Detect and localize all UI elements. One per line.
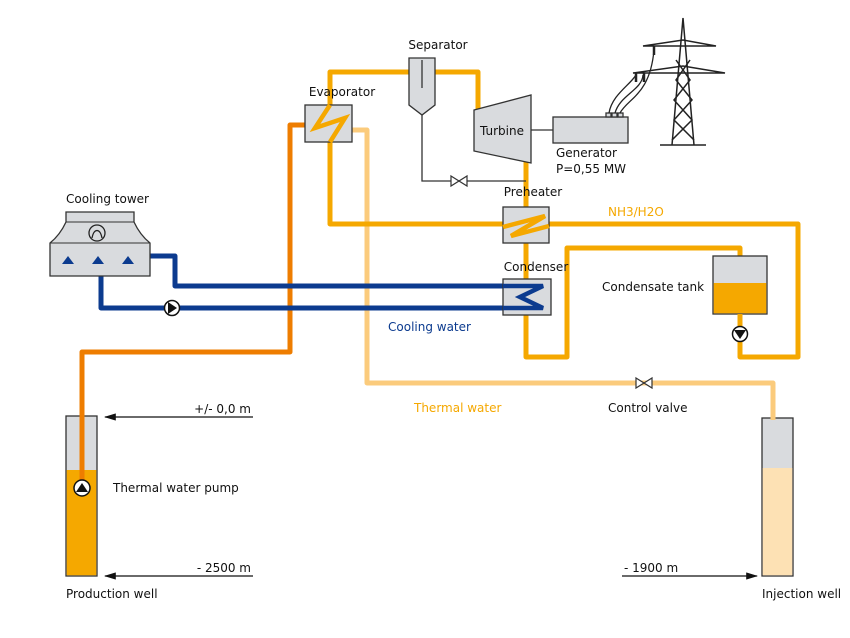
condensate-tank-label: Condensate tank <box>602 280 704 294</box>
bypass-valve-icon[interactable] <box>450 174 468 188</box>
working-fluid-label: NH3/H2O <box>608 205 664 219</box>
cooling-tower <box>49 211 151 277</box>
condensate-tank <box>712 255 768 315</box>
cooling-water-return-pipe <box>98 276 540 311</box>
condenser-label: Condenser <box>504 260 569 274</box>
thermal-water-label: Thermal water <box>413 401 501 415</box>
generator-label: Generator <box>556 146 617 160</box>
production-depth-label: - 2500 m <box>197 561 251 575</box>
thermal-water-pump-label: Thermal water pump <box>112 481 239 495</box>
surface-level-label: +/- 0,0 m <box>194 402 251 416</box>
nh3-vapor-pipe <box>327 69 481 110</box>
condensate-pump-icon[interactable] <box>731 314 749 343</box>
injection-depth-label: - 1900 m <box>624 561 678 575</box>
evaporator-label: Evaporator <box>309 85 375 99</box>
condenser <box>502 278 552 316</box>
preheater <box>502 206 550 244</box>
thermal-water-pump-icon[interactable] <box>73 479 91 497</box>
power-output-label: P=0,55 MW <box>556 162 626 176</box>
cooling-water-pump-icon[interactable] <box>163 299 181 317</box>
power-cables <box>608 49 655 114</box>
cooling-tower-label: Cooling tower <box>66 192 149 206</box>
evaporator <box>304 103 353 144</box>
cooled-thermal-water-pipe <box>312 127 776 420</box>
control-valve-label: Control valve <box>608 401 687 415</box>
cooling-water-label: Cooling water <box>388 320 471 334</box>
separator-label: Separator <box>408 38 467 52</box>
nh3-pipe-to-preheater <box>327 142 510 227</box>
generator <box>552 112 629 144</box>
preheater-label: Preheater <box>504 185 563 199</box>
injection-well-label: Injection well <box>762 587 841 601</box>
nh3-pipe-preheater-out <box>545 221 801 360</box>
production-well-label: Production well <box>66 587 158 601</box>
turbine <box>473 94 532 164</box>
turbine-label: Turbine <box>479 124 524 138</box>
spray-nozzle-icons <box>62 256 134 264</box>
fan-icon <box>88 224 106 242</box>
power-pylon-icon <box>632 17 726 146</box>
separator <box>408 57 436 116</box>
control-valve-icon[interactable] <box>635 376 653 390</box>
injection-well <box>761 417 794 577</box>
depth-markers <box>103 413 759 580</box>
separator-bypass-line <box>421 115 526 182</box>
nh3-pipe-turbine-out <box>523 160 743 360</box>
